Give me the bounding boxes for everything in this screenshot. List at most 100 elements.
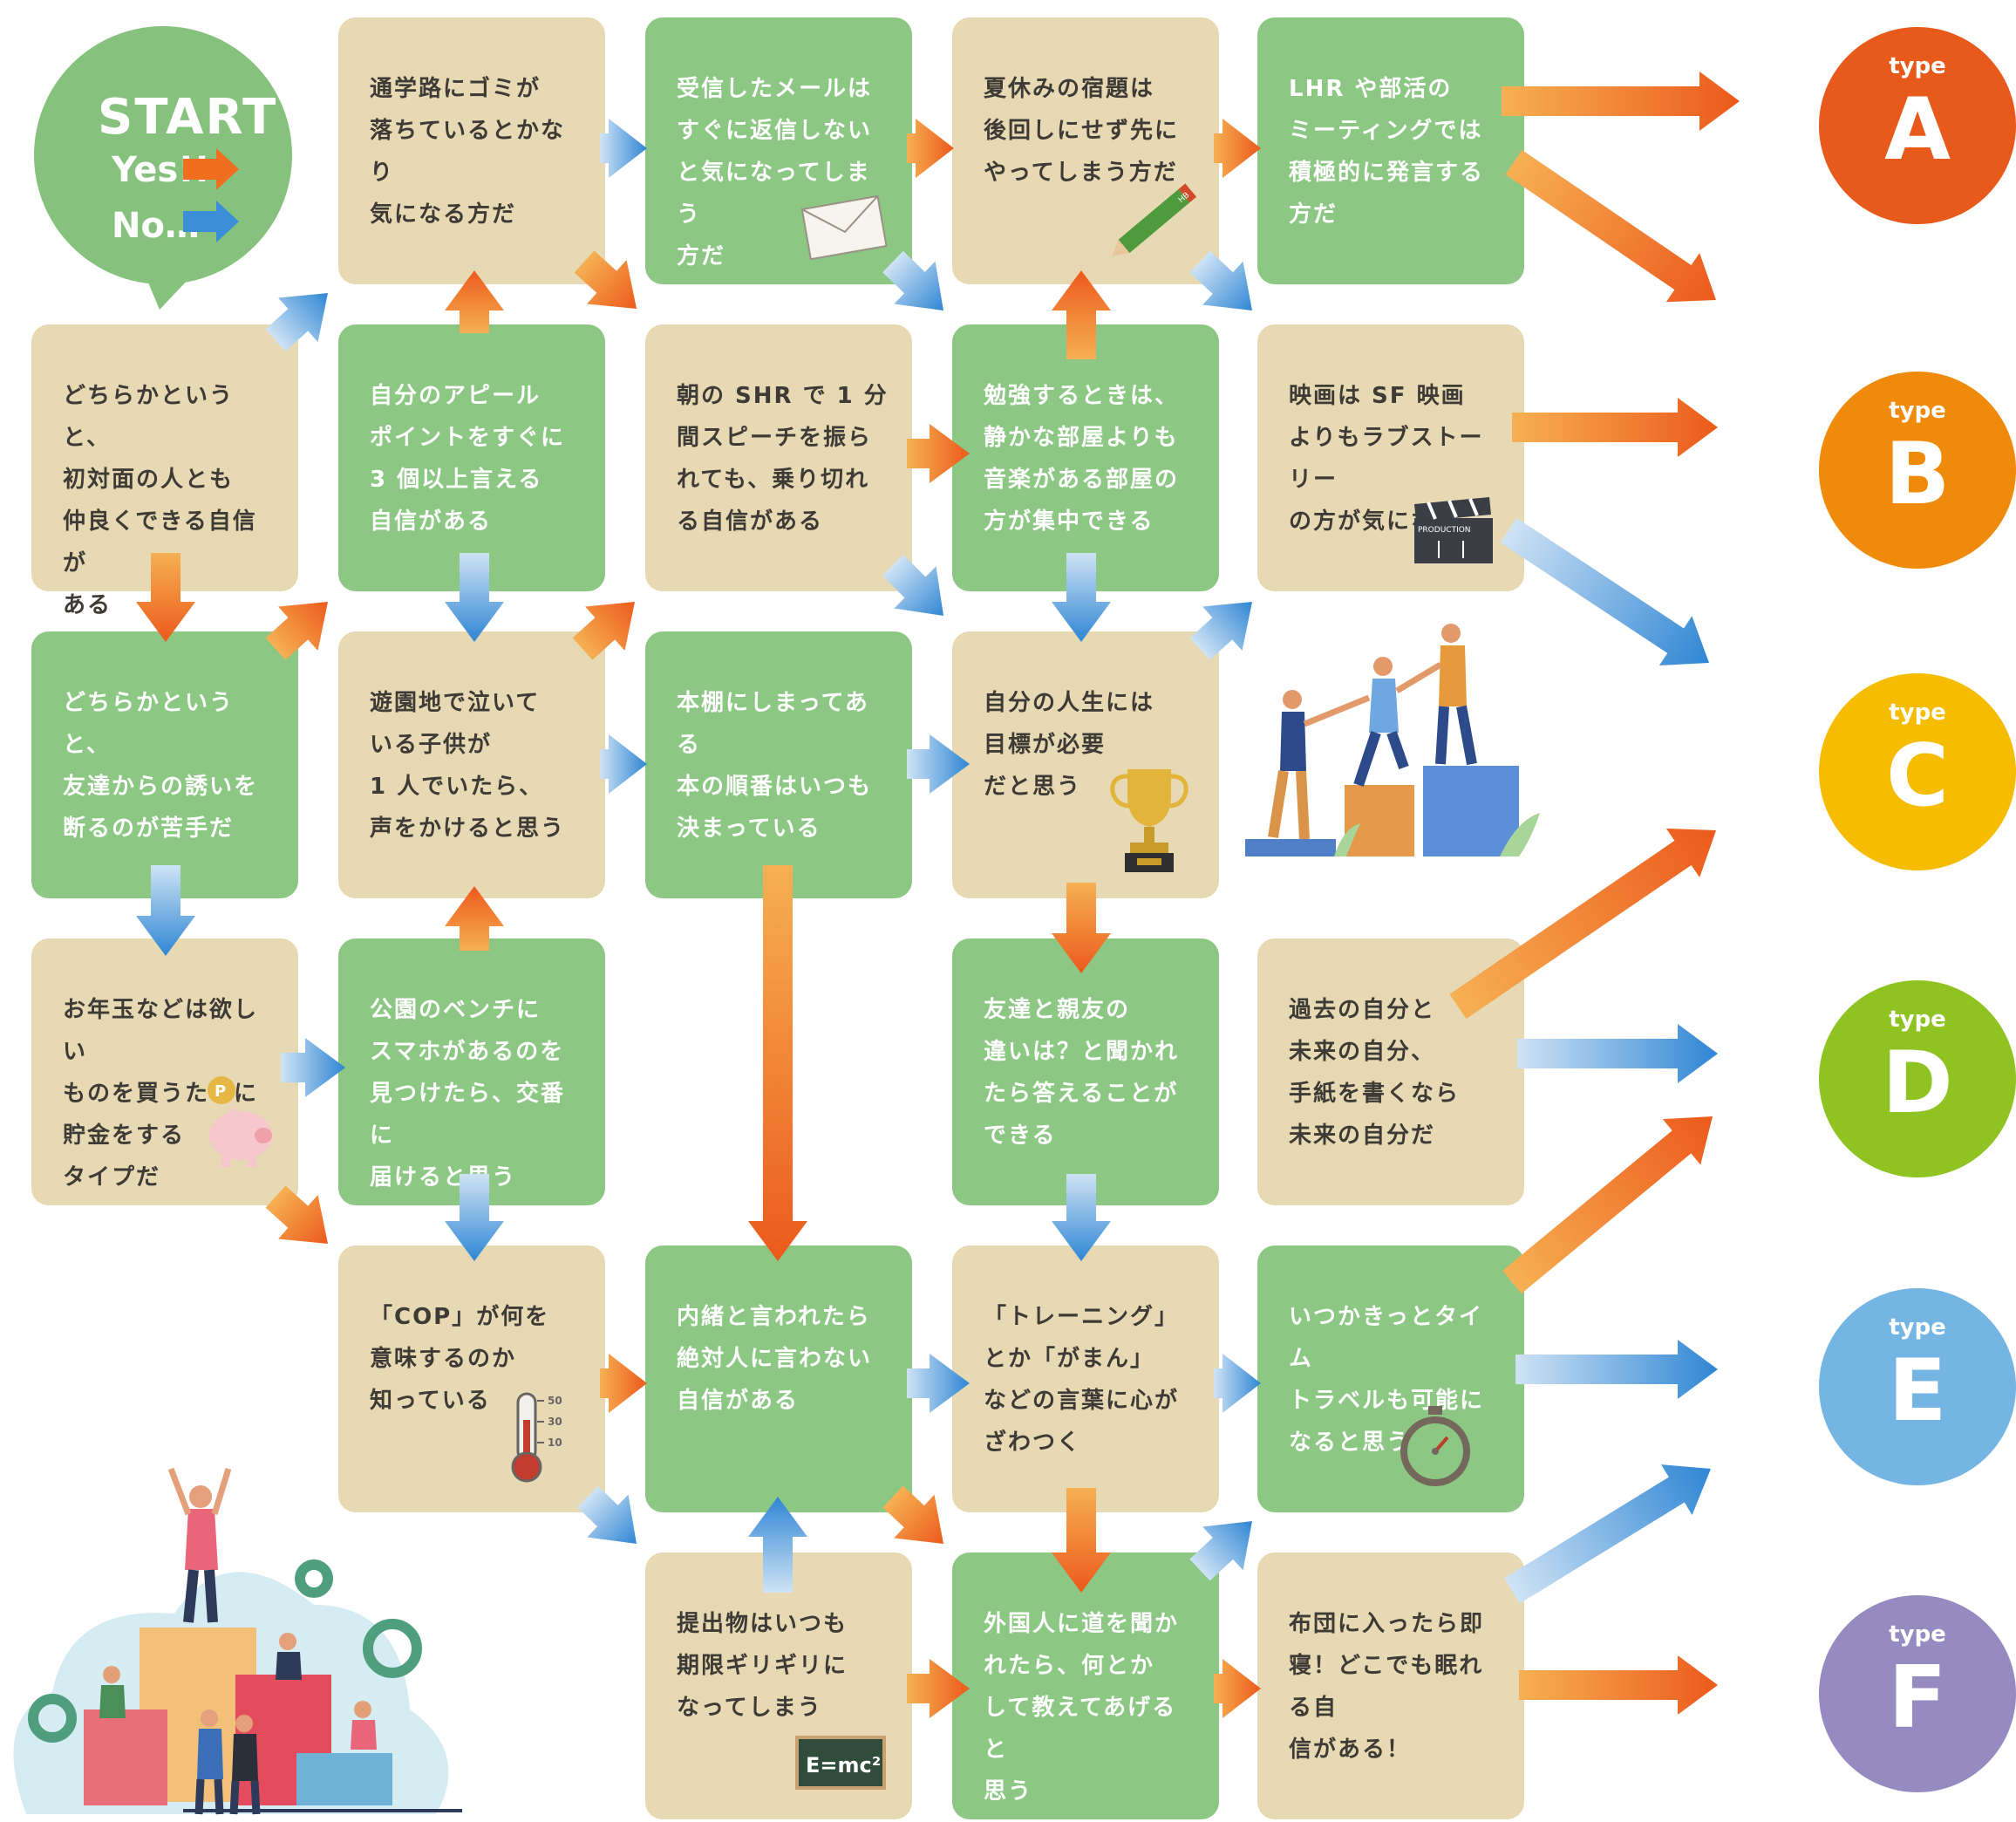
question-lost-child: 遊園地で泣いて いる子供が 1 人でいたら、 声をかけると思う [338, 631, 605, 898]
yes-arrow [907, 424, 970, 483]
question-sleep-anywhere: 布団に入ったら即 寝！どこでも眠れる自 信がある！ [1257, 1552, 1524, 1819]
no-arrow [445, 553, 504, 642]
no-arrow [600, 119, 647, 178]
clapperboard-icon: PRODUCTION [1414, 497, 1493, 563]
yes-arrow [572, 602, 635, 660]
type-d-circle: type D [1819, 980, 2016, 1177]
question-friend-vs-best-friend: 友達と親友の 違いは？と聞かれ たら答えることが できる [952, 938, 1219, 1205]
question-first-meeting: どちらかというと、 初対面の人とも 仲良くできる自信が ある [31, 324, 298, 618]
type-e-letter: E [1888, 1341, 1947, 1441]
type-b-word: type [1889, 398, 1946, 424]
yes-arrow [600, 1354, 647, 1413]
people-on-blocks-illustration [13, 1467, 462, 1815]
stopwatch-icon [1400, 1406, 1470, 1486]
yes-arrow [1502, 1116, 1713, 1294]
type-d-letter: D [1882, 1034, 1953, 1133]
type-b-letter: B [1884, 425, 1951, 524]
no-arrow [1500, 517, 1709, 666]
no-arrow [1189, 1521, 1252, 1581]
no-legend-arrow [183, 201, 239, 242]
yes-arrow [265, 602, 328, 660]
no-arrow [882, 554, 943, 616]
yes-arrow [907, 1659, 970, 1718]
type-e-circle: type E [1819, 1288, 2016, 1485]
no-arrow [1515, 1340, 1718, 1399]
question-found-phone: 公園のベンチに スマホがあるのを 見つけたら、交番に 届けると思う [338, 938, 605, 1205]
svg-text:P: P [215, 1082, 226, 1101]
no-arrow [907, 734, 970, 794]
question-study-music: 勉強するときは、 静かな部屋よりも 音楽がある部屋の 方が集中できる [952, 324, 1219, 591]
thermometer-mark-30: 30 [548, 1416, 562, 1428]
no-arrow [265, 293, 328, 351]
type-b-circle: type B [1819, 372, 2016, 569]
question-appeal-points: 自分のアピール ポイントをすぐに 3 個以上言える 自信がある [338, 324, 605, 591]
yes-arrow [1519, 1655, 1718, 1715]
yes-arrow [1052, 883, 1111, 973]
yes-arrow [748, 865, 807, 1261]
no-arrow [281, 1038, 345, 1097]
yes-arrow [1214, 119, 1261, 178]
type-c-word: type [1889, 699, 1946, 726]
question-life-goal: 自分の人生には 目標が必要 だと思う [952, 631, 1219, 898]
no-arrow [1517, 1024, 1718, 1083]
no-arrow [577, 1485, 637, 1545]
thermometer-icon: 50 30 10 [511, 1392, 562, 1483]
envelope-icon [800, 194, 888, 260]
trophy-icon [1110, 769, 1188, 872]
yes-arrow [1052, 1488, 1111, 1593]
question-keep-secret: 内緒と言われたら 絶対人に言わない 自信がある [645, 1245, 912, 1512]
blackboard-icon: E=mc² [795, 1736, 886, 1790]
type-f-word: type [1889, 1621, 1946, 1648]
no-arrow [1052, 553, 1111, 642]
start-title: START [98, 89, 278, 146]
teamwork-illustration [1245, 624, 1540, 856]
thermometer-mark-10: 10 [548, 1436, 562, 1449]
no-arrow [136, 865, 195, 956]
no-arrow [445, 1174, 504, 1261]
blackboard-formula: E=mc² [806, 1753, 881, 1778]
no-arrow [1052, 1174, 1111, 1261]
question-meeting-speak: LHR や部活の ミーティングでは 積極的に発言する 方だ [1257, 17, 1524, 284]
yes-arrow [136, 553, 195, 642]
type-f-circle: type F [1819, 1595, 2016, 1792]
type-d-word: type [1889, 1007, 1946, 1033]
yes-arrow [445, 886, 504, 951]
question-cop-meaning: 「COP」が何を 意味するのか 知っている [338, 1245, 605, 1512]
type-f-letter: F [1888, 1648, 1947, 1748]
question-one-minute-speech: 朝の SHR で 1 分 間スピーチを振ら れても、乗り切れ る自信がある [645, 324, 912, 591]
pencil-icon: HB [1112, 183, 1197, 256]
yes-arrow [1214, 1659, 1261, 1718]
yes-arrow [1052, 270, 1111, 359]
question-training-words: 「トレーニング」 とか「がまん」 などの言葉に心が ざわつく [952, 1245, 1219, 1512]
start-bubble: START Yes!! No… [26, 26, 303, 310]
yes-legend-arrow [183, 148, 239, 190]
yes-arrow [445, 270, 504, 333]
yes-arrow [265, 1185, 328, 1244]
type-a-letter: A [1884, 80, 1951, 180]
piggy-bank-icon: P [208, 1076, 272, 1167]
yes-arrow [882, 1485, 944, 1544]
no-arrow [748, 1497, 807, 1593]
question-trash-on-route: 通学路にゴミが 落ちているとかなり 気になる方だ [338, 17, 605, 284]
question-refuse-invitation: どちらかというと、 友達からの誘いを 断るのが苦手だ [31, 631, 298, 898]
no-arrow [882, 250, 943, 310]
yes-arrow [1502, 72, 1740, 131]
type-c-circle: type C [1819, 673, 2016, 870]
no-arrow [600, 734, 647, 794]
type-e-word: type [1889, 1314, 1946, 1341]
yes-arrow [574, 250, 637, 309]
question-help-foreigner: 外国人に道を聞か れたら、何とか して教えてあげると 思う [952, 1552, 1219, 1819]
no-arrow [907, 1354, 970, 1413]
question-bookshelf-order: 本棚にしまってある 本の順番はいつも 決まっている [645, 631, 912, 898]
yes-arrow [1449, 828, 1717, 1020]
no-arrow [1189, 602, 1252, 660]
thermometer-mark-50: 50 [548, 1395, 562, 1407]
type-a-word: type [1889, 53, 1946, 79]
yes-arrow [1512, 398, 1718, 457]
no-arrow [1214, 1354, 1261, 1413]
type-a-circle: type A [1819, 27, 2016, 224]
yes-arrow [1505, 149, 1717, 303]
no-arrow [1189, 250, 1252, 310]
